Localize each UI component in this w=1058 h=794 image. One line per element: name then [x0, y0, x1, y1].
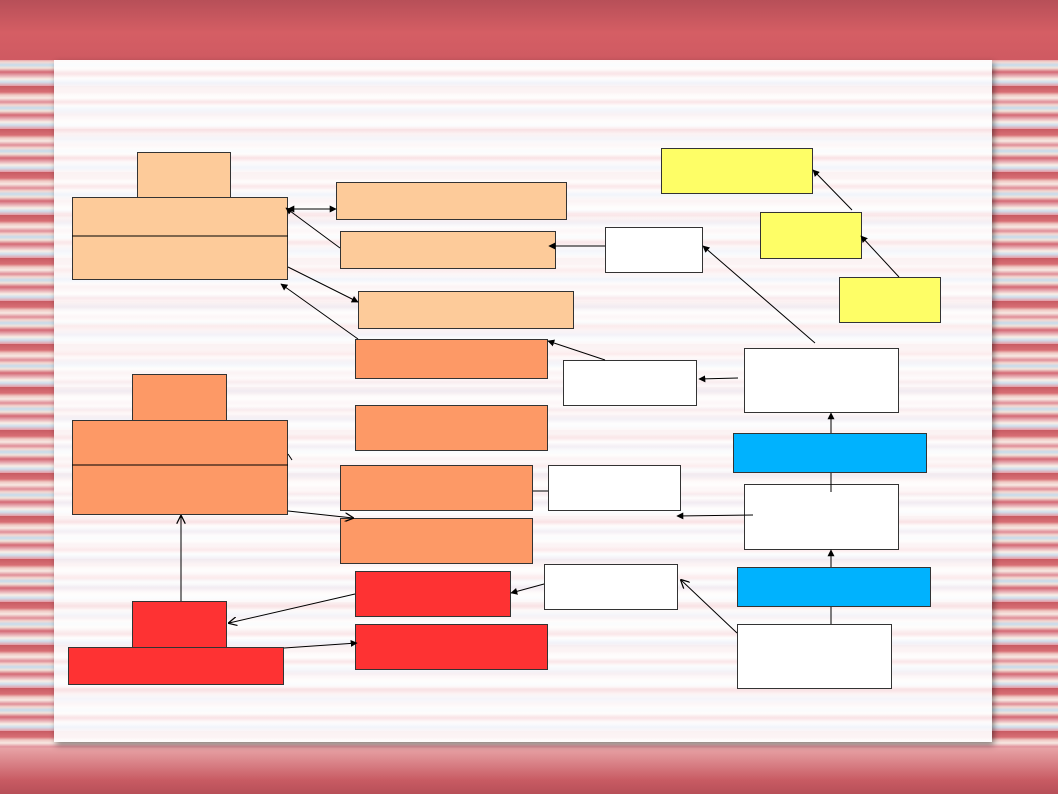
salmon-header-tab [132, 374, 227, 421]
yellow-node-3 [839, 277, 941, 323]
salmon-node-1 [355, 339, 548, 379]
arrow-salmon-main-salmon4 [287, 510, 353, 518]
yellow-node-1 [661, 148, 813, 194]
white-node-3 [744, 348, 899, 413]
arrow-white3-white2 [698, 375, 739, 383]
arrow-red-main-red2 [283, 639, 358, 649]
bottom-decorative-band [0, 748, 1058, 794]
top-decorative-band [0, 0, 1058, 60]
white-node-6 [544, 564, 678, 610]
blue-bar-2 [737, 567, 931, 607]
arrow-red1-red-header [229, 593, 356, 623]
salmon-node-2 [355, 405, 548, 451]
tick-salmon-main [287, 453, 293, 461]
red-header-tab [132, 601, 227, 648]
peach-node-3 [358, 291, 574, 329]
white-node-4 [548, 465, 681, 511]
white-node-2 [563, 360, 697, 406]
arrow-white7-white6 [681, 580, 738, 634]
arrow-white5-white4 [676, 512, 754, 520]
red-main-box [68, 647, 284, 685]
red-node-1 [355, 571, 511, 617]
arrow-salmon1-peach-main [280, 283, 359, 340]
blue-bar-1 [733, 433, 927, 473]
arrow-node2-peach-main [285, 207, 341, 249]
arrow-white3-white1 [702, 245, 816, 344]
arrow-yellow3-yellow2 [860, 235, 900, 278]
salmon-main-box [72, 420, 288, 515]
white-node-1 [605, 227, 703, 273]
salmon-node-4 [340, 518, 533, 564]
arrow-peach-main-node3 [287, 266, 359, 303]
white-node-5 [744, 484, 899, 550]
peach-node-1 [336, 182, 567, 220]
peach-node-2 [340, 231, 556, 269]
yellow-node-2 [760, 212, 862, 259]
peach-main-box [72, 197, 288, 280]
red-node-2 [355, 624, 548, 670]
arrow-yellow2-yellow1 [812, 169, 853, 211]
arrow-white6-red1 [510, 583, 545, 595]
white-node-7 [737, 624, 892, 689]
salmon-node-3 [340, 465, 533, 511]
arrow-white2-salmon1 [547, 339, 606, 361]
